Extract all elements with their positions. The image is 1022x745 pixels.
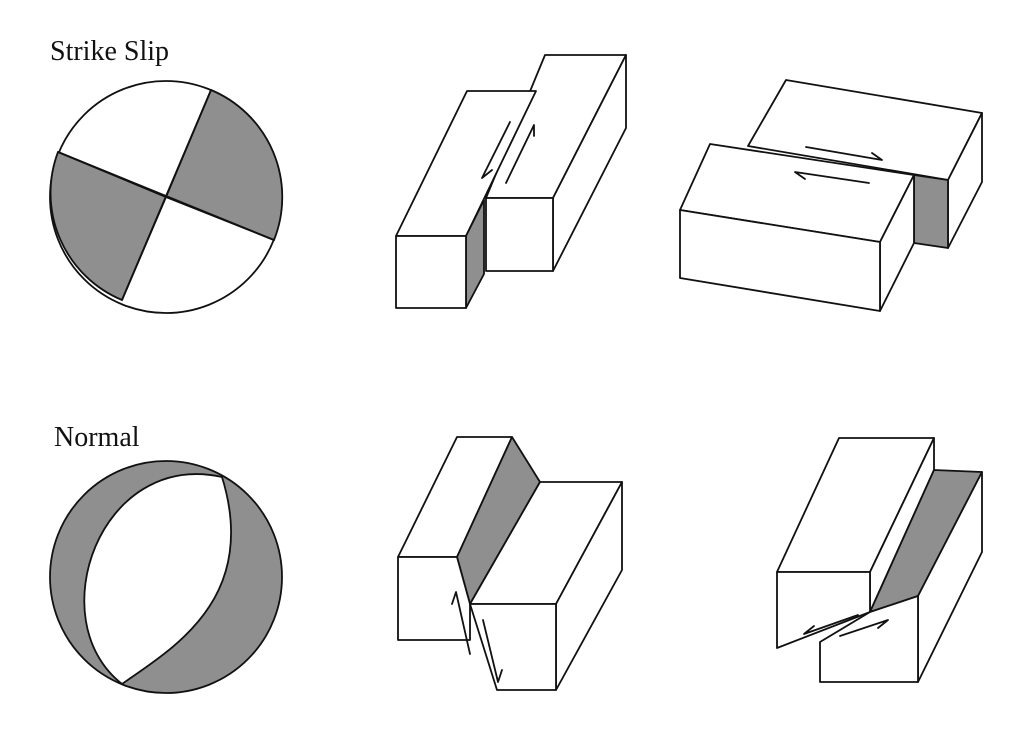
- dilatational-region: [83, 473, 233, 685]
- strike-slip-block-diagram-2: [679, 79, 983, 312]
- strike-slip-label: Strike Slip: [50, 36, 170, 67]
- footwall-front: [397, 556, 471, 641]
- compressional-quadrant-upper-right: [165, 89, 284, 241]
- normal-block-diagram-2: [776, 437, 983, 683]
- strike-slip-block-diagram-1: [395, 54, 627, 309]
- normal-label: Normal: [54, 422, 140, 453]
- right-block-front: [485, 197, 554, 272]
- slip-arrow-lower: [794, 171, 870, 184]
- fault-plane: [913, 174, 949, 249]
- left-block-front: [395, 235, 467, 309]
- slip-arrow-down: [482, 619, 503, 683]
- nodal-plane-1: [121, 89, 212, 301]
- nodal-plane-2: [57, 151, 275, 241]
- front-block-front: [679, 209, 881, 312]
- normal-block-diagram-1: [397, 436, 623, 691]
- slip-arrow-upper: [805, 146, 883, 161]
- normal-beachball: [49, 460, 283, 694]
- slip-arrow-up: [451, 591, 471, 655]
- hangingwall-front: [469, 603, 557, 691]
- slip-arrow-left: [803, 614, 859, 635]
- slip-arrow-right: [839, 619, 889, 637]
- slip-arrow-right: [505, 124, 535, 184]
- slip-arrow-left: [481, 121, 511, 179]
- right-block-front: [819, 595, 919, 683]
- strike-slip-beachball: [49, 80, 284, 314]
